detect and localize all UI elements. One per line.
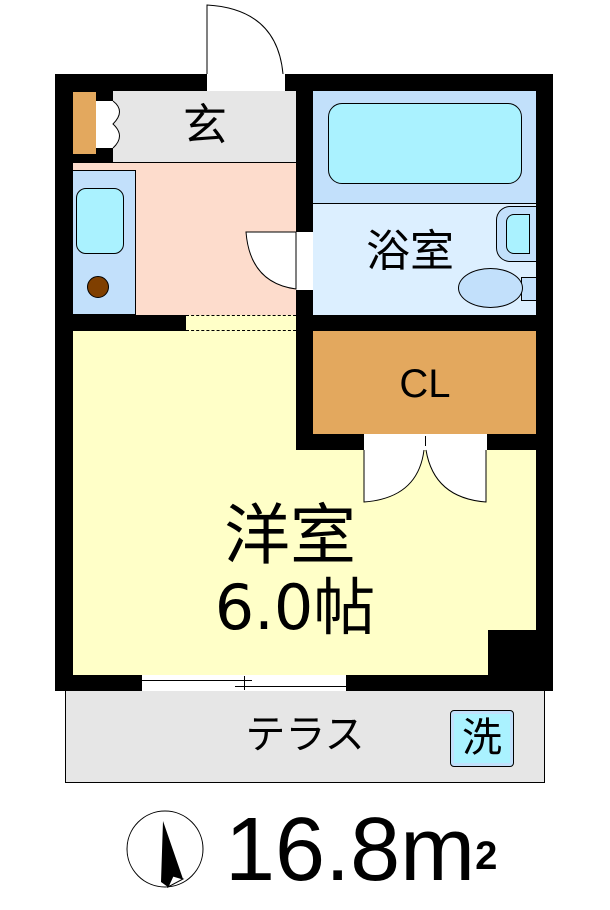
bathroom-door-opening xyxy=(296,232,313,290)
north-arrow-icon xyxy=(126,810,204,889)
western-room-size: 6.0帖 xyxy=(214,571,376,644)
sink-basin xyxy=(76,188,124,254)
area-superscript: 2 xyxy=(475,834,498,878)
toilet-tank xyxy=(521,277,536,301)
window-rail-divider xyxy=(244,676,245,690)
shoe-cabinet-door[interactable] xyxy=(96,101,113,148)
room-western-right-lower xyxy=(296,630,488,675)
bathroom-door[interactable] xyxy=(245,231,297,291)
shoe-cabinet xyxy=(73,92,96,154)
entrance-label: 玄 xyxy=(183,100,227,151)
toilet-bowl xyxy=(458,268,523,308)
room-western-right xyxy=(296,450,536,630)
stove-burner-icon xyxy=(87,276,109,298)
area-unit: m xyxy=(400,800,476,900)
area-number: 16.8 xyxy=(225,800,401,900)
kitchen-room-opening xyxy=(186,315,296,331)
window-rail-1 xyxy=(142,680,252,681)
bathroom-label: 浴室 xyxy=(366,226,454,277)
room-closet xyxy=(313,331,536,434)
entrance-step-line xyxy=(113,162,296,163)
shoe-cabinet-door-swing xyxy=(112,100,120,149)
washer-label: 洗 xyxy=(462,715,502,761)
washbasin-bowl xyxy=(506,214,530,254)
western-room-label: 洋室 xyxy=(224,497,356,574)
room-entrance xyxy=(113,91,296,162)
area-value: 16.8m2 xyxy=(225,800,497,900)
terrace-label: テラス xyxy=(245,712,365,758)
washer-space xyxy=(450,710,514,767)
room-western xyxy=(73,331,296,675)
closet-label: CL xyxy=(399,362,451,406)
entrance-door-opening xyxy=(207,74,285,91)
closet-door-divider xyxy=(425,436,426,446)
window-rail-2 xyxy=(235,686,346,687)
closet-double-door[interactable] xyxy=(363,449,488,504)
kitchen-partition-wall xyxy=(73,315,186,331)
bathtub xyxy=(328,103,522,184)
entrance-door[interactable] xyxy=(206,4,287,76)
